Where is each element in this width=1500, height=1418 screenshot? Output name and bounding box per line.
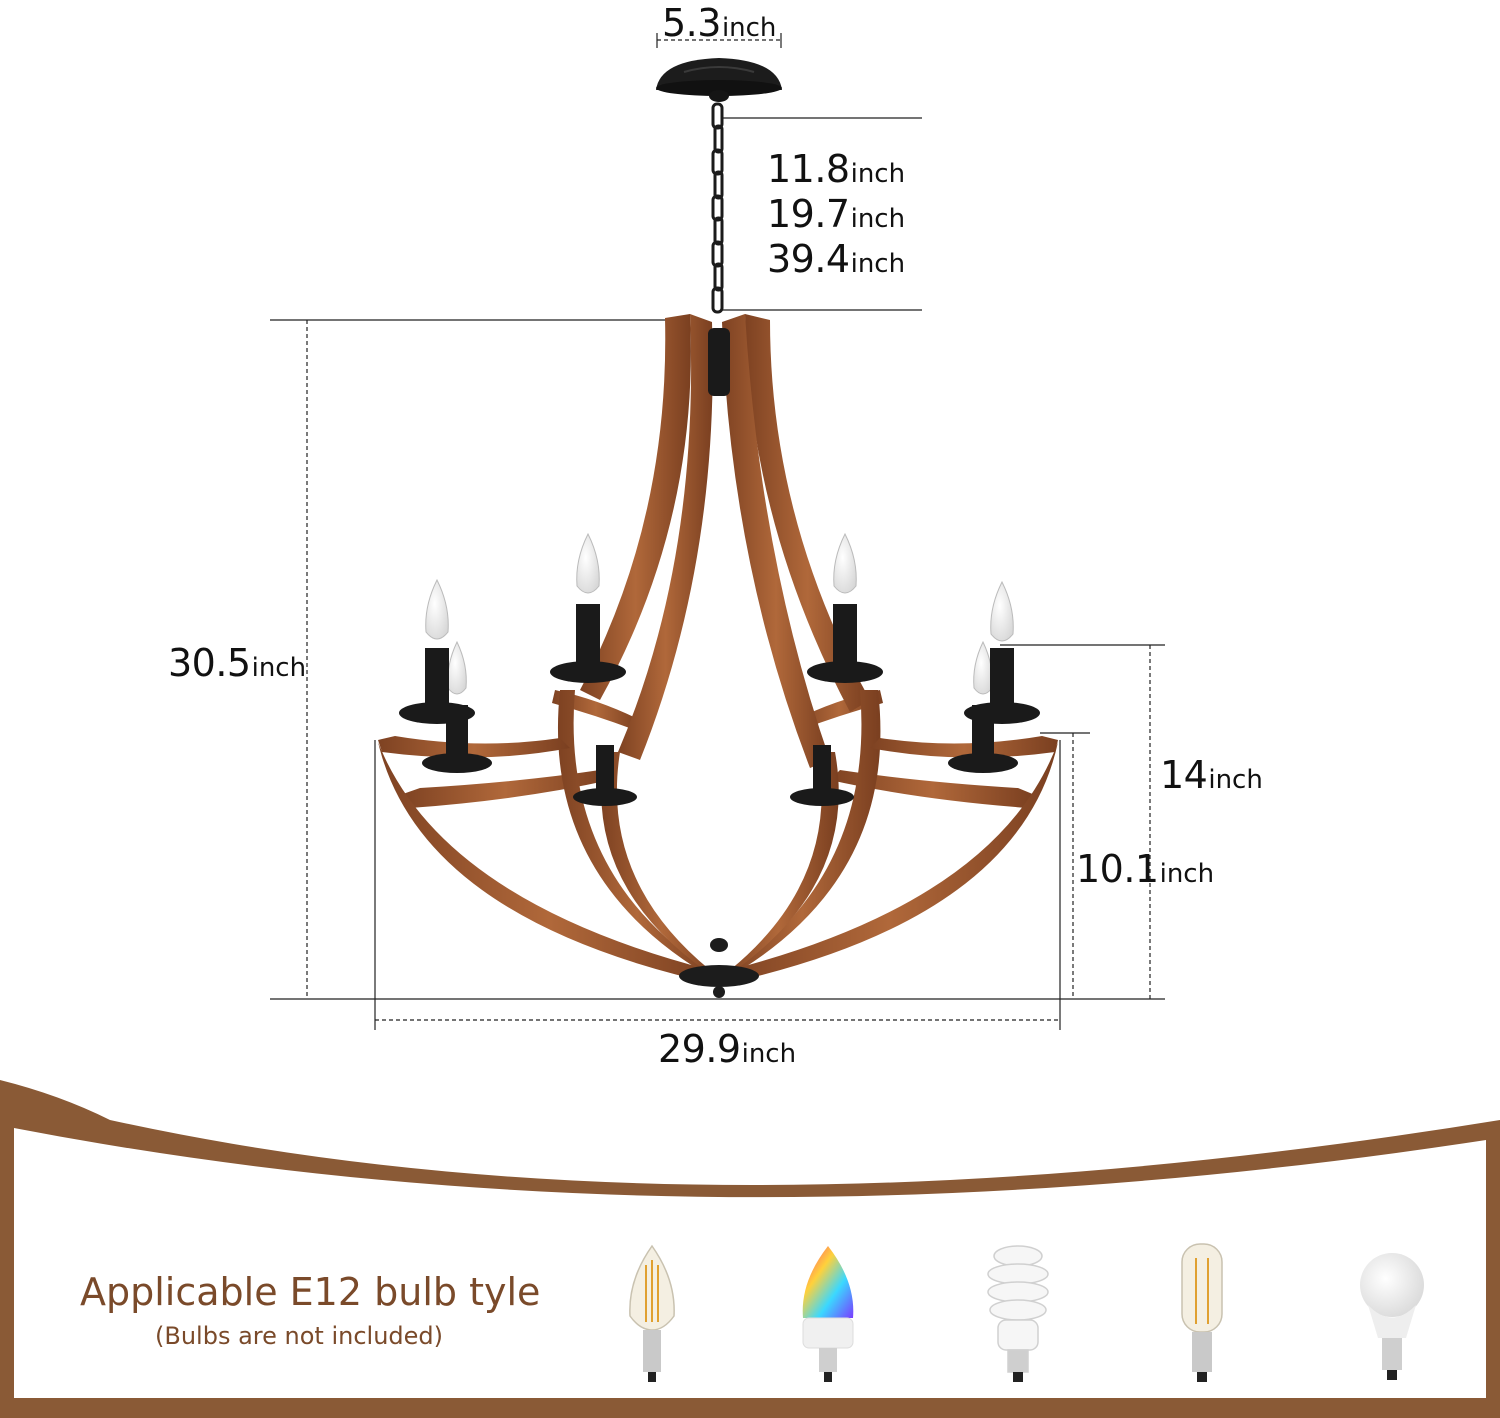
dimension-value: 19.7 — [767, 192, 850, 236]
bulb-panel — [14, 1128, 1486, 1398]
chain-length-label-1: 11.8inch — [767, 150, 905, 188]
dimension-unit: inch — [251, 653, 307, 683]
height-10-label: 10.1inch — [1076, 850, 1214, 888]
height-14-label: 14inch — [1160, 756, 1263, 794]
dimension-value: 29.9 — [658, 1027, 741, 1071]
candle-back-center-left — [573, 745, 637, 806]
dimension-unit: inch — [741, 1039, 797, 1069]
dimension-value: 14 — [1160, 753, 1208, 797]
dimension-unit: inch — [1159, 859, 1215, 889]
dimension-value: 10.1 — [1076, 847, 1159, 891]
dimension-unit: inch — [850, 159, 906, 189]
dimension-value: 5.3 — [662, 1, 721, 45]
dimension-value: 39.4 — [767, 237, 850, 281]
tubular-filament-bulb-icon — [1181, 1243, 1223, 1382]
dimension-unit: inch — [721, 13, 777, 43]
spiral-cfl-bulb-icon — [987, 1245, 1049, 1382]
candle-front-left — [399, 578, 475, 724]
dimension-value: 11.8 — [767, 147, 850, 191]
canopy — [656, 58, 782, 102]
candle-back-center-right — [790, 745, 854, 806]
chain-length-label-3: 39.4inch — [767, 240, 905, 278]
candle-front-center-left — [550, 532, 626, 683]
body-height-label: 30.5inch — [168, 644, 306, 682]
candle-filament-bulb-icon — [629, 1244, 675, 1382]
wooden-frame — [378, 314, 1058, 998]
candle-front-center-right — [807, 532, 883, 683]
dimension-unit: inch — [850, 204, 906, 234]
dimension-unit: inch — [850, 249, 906, 279]
bulb-section-title: Applicable E12 bulb tyle — [80, 1270, 541, 1314]
dimension-value: 30.5 — [168, 641, 251, 685]
candle-holders — [399, 532, 1040, 806]
dimension-lines — [270, 33, 1165, 1030]
canopy-width-label: 5.3inch — [662, 4, 776, 42]
bulb-section-note: (Bulbs are not included) — [155, 1322, 443, 1350]
candle-front-right — [964, 580, 1040, 724]
led-globe-bulb-icon — [1360, 1253, 1424, 1380]
dimension-unit: inch — [1208, 765, 1263, 795]
width-label: 29.9inch — [658, 1030, 796, 1068]
chain-length-label-2: 19.7inch — [767, 195, 905, 233]
chain — [711, 102, 724, 314]
rgb-smart-bulb-icon — [802, 1246, 854, 1382]
